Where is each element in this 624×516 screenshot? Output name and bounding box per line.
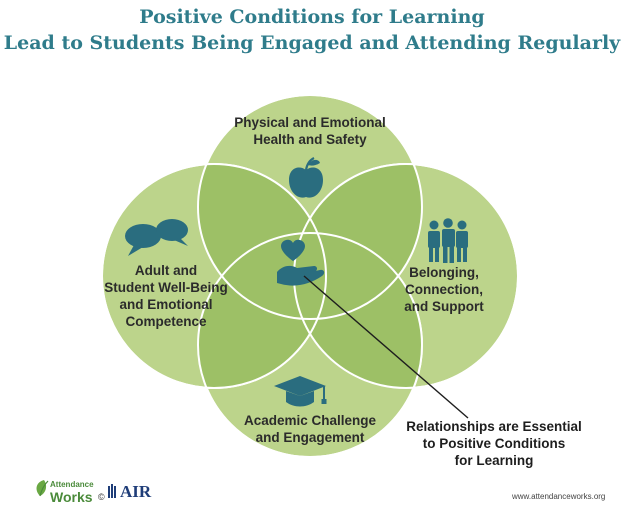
people-icon xyxy=(428,218,468,263)
callout-relationships-text: Relationships are Essential to Positive … xyxy=(406,419,582,468)
logo-text-works: Works xyxy=(50,489,93,505)
logo-text-attendance: Attendance xyxy=(50,480,94,489)
label-well-being: Adult and Student Well-Being and Emotion… xyxy=(104,263,228,329)
title-line-1: Positive Conditions for Learning xyxy=(139,6,485,28)
air-logo-icon xyxy=(108,484,116,498)
label-academic-challenge: Academic Challenge and Engagement xyxy=(243,413,377,445)
apple-icon xyxy=(289,157,323,198)
logo-copyright: © xyxy=(98,492,105,502)
footer-url: www.attendanceworks.org xyxy=(512,492,606,501)
speech-bubbles-icon xyxy=(125,219,188,256)
heart-hand-icon xyxy=(277,239,325,286)
attendance-works-logo-icon xyxy=(36,480,49,497)
air-logo-text: AIR xyxy=(120,482,152,501)
graduation-cap-icon xyxy=(274,376,327,407)
venn-outlines xyxy=(101,94,519,458)
label-belonging-connection: Belonging, Connection, and Support xyxy=(404,265,484,314)
title-line-2: Lead to Students Being Engaged and Atten… xyxy=(3,32,621,54)
label-physical-emotional-health: Physical and Emotional Health and Safety xyxy=(234,115,386,147)
callout-line xyxy=(303,275,469,419)
